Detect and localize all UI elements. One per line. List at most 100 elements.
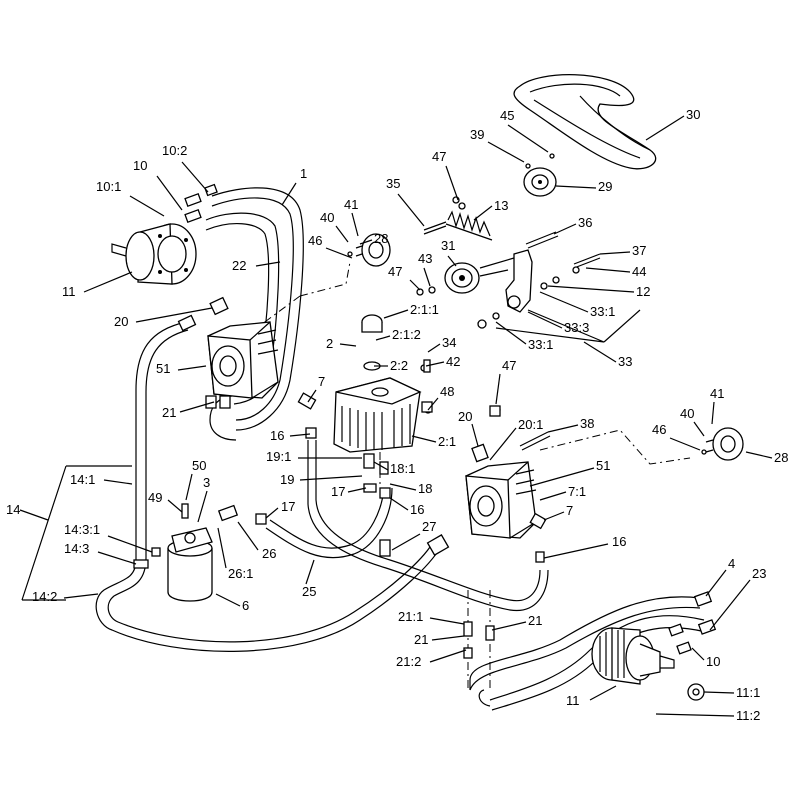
callout-label-c37: 37	[632, 243, 646, 258]
callout-label-c25: 25	[302, 584, 316, 599]
callout-label-c30: 30	[686, 107, 700, 122]
leader-line-c4	[705, 569, 727, 597]
hose-23	[489, 615, 705, 701]
leader-line-c2	[339, 343, 357, 347]
callout-label-c19-1: 19:1	[266, 449, 291, 464]
leader-line-c14-2	[63, 593, 99, 599]
leader-line-c42	[425, 361, 445, 367]
leader-line-c40b	[693, 421, 705, 437]
hose-4-end	[469, 680, 491, 707]
leader-line-c11b	[589, 685, 617, 701]
leader-line-c25	[305, 559, 315, 585]
pump-51-right	[465, 461, 537, 539]
callout-label-c10: 10	[133, 158, 147, 173]
dash-line-3	[539, 429, 691, 465]
callout-label-c12: 12	[636, 284, 650, 299]
leader-line-c26	[237, 521, 259, 551]
belt-outline	[513, 74, 657, 170]
callout-label-c16c: 16	[612, 534, 626, 549]
leader-line-c10-1	[129, 195, 165, 217]
callout-label-c31: 31	[441, 238, 455, 253]
leader-line-c50	[185, 473, 193, 501]
callout-label-c26-1: 26:1	[228, 566, 253, 581]
callout-label-c50: 50	[192, 458, 206, 473]
leader-line-c10-2	[181, 161, 209, 193]
leader-line-c2-1-2	[375, 335, 391, 341]
pulley-29	[523, 167, 557, 197]
callout-label-c49: 49	[148, 490, 162, 505]
callout-label-c7-1: 7:1	[568, 484, 586, 499]
pulley-31	[444, 262, 480, 294]
leader-line-c33-1	[539, 291, 589, 313]
belt-30	[513, 74, 657, 170]
leader-line-c1	[281, 182, 297, 206]
callout-label-c10b: 10	[706, 654, 720, 669]
leader-line-c7-1	[539, 491, 567, 501]
belt-rib-2	[533, 99, 641, 159]
callout-label-c27: 27	[422, 519, 436, 534]
callout-label-c21c: 21	[528, 613, 542, 628]
bracket-33	[495, 309, 641, 343]
leader-line-c18-1	[373, 461, 389, 471]
pump-51-left	[207, 321, 279, 399]
callout-label-c33-1: 33:1	[590, 304, 615, 319]
leader-line-c48	[427, 397, 439, 411]
leader-line-c38	[547, 424, 579, 433]
leader-line-c16b	[389, 497, 409, 511]
leader-line-c17	[265, 507, 279, 519]
callout-label-c40: 40	[320, 210, 334, 225]
leader-line-c3	[197, 490, 208, 523]
callout-label-c11b: 11	[566, 693, 580, 708]
leader-line-c31	[447, 255, 457, 267]
callout-label-c16b: 16	[410, 502, 424, 517]
callout-label-c42: 42	[446, 354, 460, 369]
leader-line-c34	[427, 343, 441, 353]
callout-label-c1: 1	[300, 166, 307, 181]
hose-4-inner	[469, 606, 701, 691]
leader-line-c21	[179, 401, 215, 413]
callout-layer: 122:12:1:12:1:22:2346777:11010:110:21011…	[6, 107, 788, 723]
leader-line-c14-1	[103, 479, 133, 485]
leader-line-c51	[177, 365, 207, 371]
callout-label-c2-1: 2:1	[438, 434, 456, 449]
callout-label-c51: 51	[156, 361, 170, 376]
bracket-14	[21, 465, 132, 601]
leader-line-c13	[473, 205, 493, 221]
callout-label-c17: 17	[281, 499, 295, 514]
group-brackets	[21, 309, 641, 601]
hose-group	[95, 187, 707, 711]
leader-line-c35	[397, 193, 425, 227]
hose-1-inner	[211, 197, 294, 421]
hose-25	[269, 487, 385, 549]
dash-line-2	[261, 295, 301, 325]
callout-label-c44: 44	[632, 264, 646, 279]
hose-14-inner	[107, 329, 433, 643]
leader-line-c26-1	[217, 527, 227, 569]
leader-line-c7	[307, 389, 317, 403]
leader-line-c20b	[471, 423, 479, 447]
leader-line-c14-3-1	[107, 535, 153, 553]
callout-label-c33-1b: 33:1	[528, 337, 553, 352]
leader-line-c11	[83, 271, 133, 293]
callout-label-c2-1-1: 2:1:1	[410, 302, 439, 317]
leader-line-c43	[423, 267, 431, 287]
callout-label-c10-2: 10:2	[162, 143, 187, 158]
leader-line-c51b	[529, 467, 595, 487]
leader-line-c12	[547, 285, 635, 293]
callout-label-c3: 3	[203, 475, 210, 490]
motor-11-bottom	[591, 627, 675, 685]
callout-label-c2-2: 2:2	[390, 358, 408, 373]
leader-line-c41b	[711, 401, 715, 425]
callout-label-c14-2: 14:2	[32, 589, 57, 604]
leader-line-c6	[215, 593, 241, 607]
callout-label-c29: 29	[598, 179, 612, 194]
callout-label-c21: 21	[162, 405, 176, 420]
belt-rib-1	[529, 83, 621, 97]
callout-label-c51b: 51	[596, 458, 610, 473]
callout-label-c14-1: 14:1	[70, 472, 95, 487]
callout-label-c34: 34	[442, 335, 456, 350]
leader-line-c30	[645, 115, 685, 141]
callout-label-c47: 47	[432, 149, 446, 164]
callout-label-c11-1: 11:1	[736, 685, 760, 700]
leader-line-c7b	[543, 511, 565, 521]
